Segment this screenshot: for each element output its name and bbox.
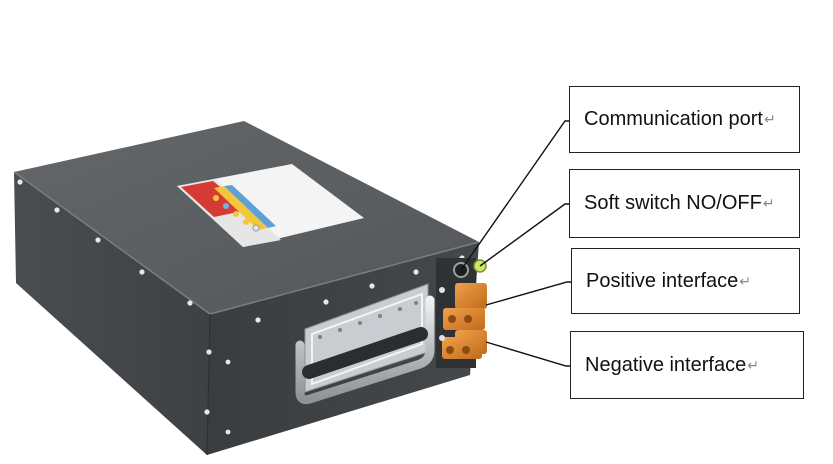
warning-label	[177, 164, 364, 247]
rivet	[54, 207, 60, 213]
callout-label: Negative interface	[585, 353, 747, 376]
rivet-row	[17, 179, 465, 435]
connector-panel	[436, 258, 487, 368]
rivet	[139, 269, 145, 275]
return-mark: ↵	[763, 111, 776, 127]
leader-line-communication	[460, 120, 569, 271]
return-mark: ↵	[747, 356, 759, 373]
handle	[295, 283, 435, 405]
rivet	[323, 299, 329, 305]
rivet	[206, 349, 212, 355]
negative-connector-icon	[442, 330, 487, 359]
leader-lines	[460, 120, 571, 367]
return-mark: ↵	[762, 195, 775, 211]
callout-label: Positive interface	[586, 269, 739, 292]
rivet	[225, 359, 231, 365]
leader-line-positive	[485, 281, 571, 306]
case-side-face	[14, 172, 210, 455]
callout-soft-switch: Soft switch NO/OFF↵	[569, 169, 800, 238]
rivet	[95, 237, 101, 243]
return-mark: ↵	[739, 272, 752, 289]
rivet	[413, 269, 419, 275]
callout-label: Soft switch NO/OFF	[584, 192, 762, 214]
rivet	[225, 429, 231, 435]
rivet	[204, 409, 210, 415]
leader-line-negative	[485, 341, 570, 367]
positive-connector-icon	[443, 283, 487, 330]
battery-case	[13, 121, 480, 456]
rivet	[187, 300, 193, 306]
rivet	[255, 317, 261, 323]
callout-communication-port: Communication port↵	[569, 86, 800, 153]
callout-label: Communication port	[584, 108, 763, 130]
callout-negative-interface: Negative interface↵	[570, 331, 804, 399]
leader-line-soft-switch	[479, 203, 569, 267]
rivet	[17, 179, 23, 185]
rivet	[369, 283, 375, 289]
callout-positive-interface: Positive interface↵	[571, 248, 800, 314]
